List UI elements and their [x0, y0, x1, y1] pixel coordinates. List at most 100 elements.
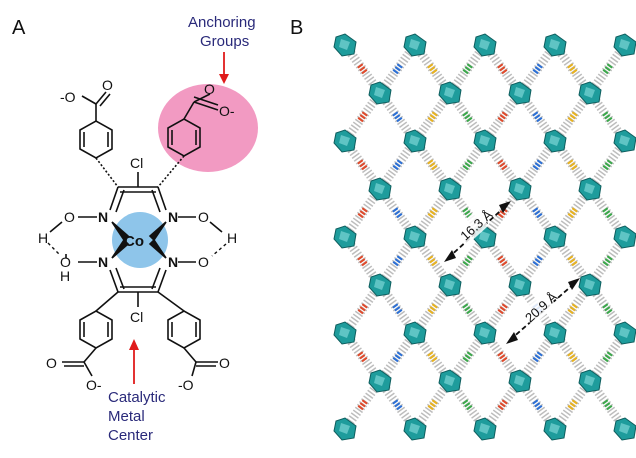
mof-node — [333, 321, 357, 345]
oxygen-top-right: O — [198, 209, 209, 225]
mof-node — [613, 417, 636, 441]
mof-linker — [376, 42, 419, 96]
mof-node — [403, 417, 427, 441]
mof-node — [438, 369, 462, 393]
mof-node — [543, 417, 567, 441]
nitrogen-bottom-right: N — [168, 254, 178, 270]
hydrogen-right: H — [227, 230, 237, 246]
mof-node — [508, 177, 532, 201]
mof-node — [578, 369, 602, 393]
anchoring-arrow — [219, 52, 229, 84]
mof-linker — [446, 138, 489, 192]
mof-node — [473, 417, 497, 441]
nitrogen-top-right: N — [168, 209, 178, 225]
hydrogen-bonds — [47, 242, 227, 257]
phenyl-rings — [62, 91, 219, 377]
mof-linker — [516, 330, 559, 384]
hydrogen-left: H — [38, 230, 48, 246]
mof-node — [613, 321, 636, 345]
carboxylate-oxygen-top-left: -O — [60, 89, 76, 105]
mof-linker — [341, 378, 384, 432]
catalytic-callout-line1: Catalytic — [108, 389, 166, 406]
mof-node — [613, 33, 636, 57]
mof-linker — [341, 90, 384, 144]
mof-node — [438, 177, 462, 201]
mof-linker — [411, 90, 454, 144]
mof-linker — [341, 282, 384, 336]
mof-linker — [411, 186, 454, 240]
carbonyl-oxygen-bottom-right: O — [219, 355, 230, 371]
oxygen-bottom-left: O — [60, 254, 71, 270]
carbonyl-oxygen-top-left: O — [102, 77, 113, 93]
mof-linker — [411, 282, 454, 336]
mof-node — [543, 33, 567, 57]
mof-linker — [446, 234, 489, 288]
mof-node — [473, 321, 497, 345]
oxygen-top-left: O — [64, 209, 75, 225]
mof-linker — [586, 42, 629, 96]
mof-node — [438, 81, 462, 105]
mof-node — [333, 417, 357, 441]
anchoring-callout-line2: Groups — [200, 33, 249, 50]
panel-a: A Anchoring Groups Catalytic Metal Cente… — [12, 14, 258, 444]
mof-node — [473, 33, 497, 57]
mof-node — [508, 273, 532, 297]
chlorine-bottom: Cl — [130, 309, 143, 325]
mof-linker — [551, 282, 594, 336]
panel-b-label: B — [290, 17, 303, 39]
catalytic-arrow — [129, 339, 139, 384]
mof-linker — [341, 186, 384, 240]
mof-node — [543, 225, 567, 249]
mof-linker — [446, 42, 489, 96]
mof-node — [403, 225, 427, 249]
mof-linker — [551, 90, 594, 144]
mof-node — [403, 33, 427, 57]
mof-node — [543, 129, 567, 153]
mof-linker — [481, 90, 524, 144]
mof-linker — [516, 138, 559, 192]
oxygen-bottom-right: O — [198, 254, 209, 270]
mof-node — [368, 177, 392, 201]
molecule-bonds — [49, 172, 223, 307]
mof-nodes — [333, 33, 636, 441]
mof-node — [333, 33, 357, 57]
nitrogen-bottom-left: N — [98, 254, 108, 270]
mof-linker — [376, 234, 419, 288]
mof-linker — [516, 234, 559, 288]
panel-b: B 16.3 Å 20.9 Å — [290, 17, 636, 441]
anchoring-callout-line1: Anchoring — [188, 14, 256, 31]
nitrogen-top-left: N — [98, 209, 108, 225]
mof-node — [403, 321, 427, 345]
mof-linker — [516, 42, 559, 96]
mof-linker — [411, 378, 454, 432]
mof-linker — [586, 234, 629, 288]
carboxylate-oxygen-top-right: O- — [219, 103, 235, 119]
mof-node — [473, 129, 497, 153]
carbonyl-oxygen-bottom-left: O — [46, 355, 57, 371]
anchoring-group-highlight — [158, 84, 258, 172]
chlorine-top: Cl — [130, 155, 143, 171]
catalytic-callout-line3: Center — [108, 427, 153, 444]
mof-linker — [586, 138, 629, 192]
mof-node — [368, 81, 392, 105]
mof-linker — [376, 138, 419, 192]
panel-a-label: A — [12, 17, 26, 39]
carboxylate-oxygen-bottom-right: -O — [178, 377, 194, 393]
mof-node — [543, 321, 567, 345]
mof-node — [333, 129, 357, 153]
mof-node — [613, 129, 636, 153]
mof-node — [578, 177, 602, 201]
mof-node — [403, 129, 427, 153]
mof-node — [438, 273, 462, 297]
mof-node — [368, 273, 392, 297]
carbonyl-oxygen-top-right: O — [204, 81, 215, 97]
catalytic-callout-line2: Metal — [108, 408, 145, 425]
mof-node — [578, 81, 602, 105]
mof-node — [508, 369, 532, 393]
mof-node — [333, 225, 357, 249]
mof-linker — [376, 330, 419, 384]
mof-node — [508, 81, 532, 105]
mof-node — [368, 369, 392, 393]
mof-linker — [586, 330, 629, 384]
